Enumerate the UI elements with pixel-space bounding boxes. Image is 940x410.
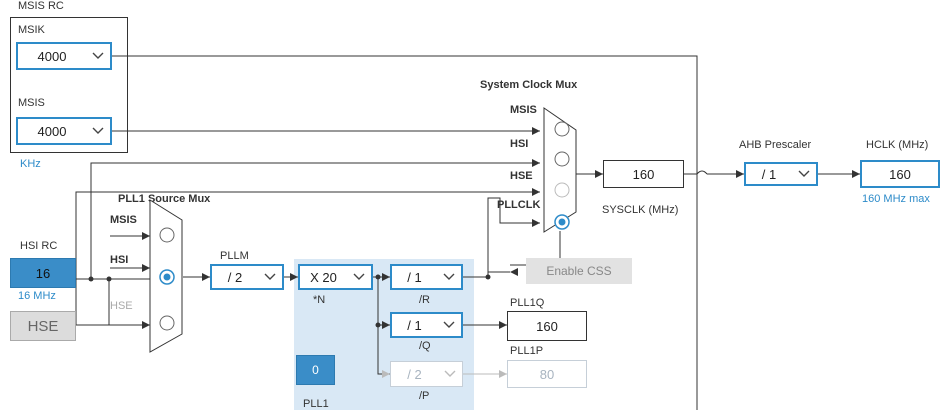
pll-mux-input-msis: MSIS <box>110 214 137 226</box>
msis-label: MSIS <box>18 97 45 109</box>
msis-rc-title: MSIS RC <box>18 0 64 12</box>
msis-select[interactable]: 4000 <box>16 117 112 145</box>
chevron-down-icon <box>444 370 456 377</box>
pll-mux-radio-hse[interactable] <box>158 314 176 332</box>
msis-unit: KHz <box>20 158 41 170</box>
plln-select[interactable]: X 20 <box>298 264 373 290</box>
pllm-select[interactable]: / 2 <box>210 264 284 290</box>
pllr-value: / 1 <box>407 269 422 285</box>
pllp-select[interactable]: / 2 <box>390 361 463 387</box>
msik-value: 4000 <box>37 48 67 64</box>
pll1-block-value[interactable]: 0 <box>296 355 335 385</box>
pllr-label: /R <box>419 294 430 306</box>
hclk-max: 160 MHz max <box>862 193 930 205</box>
pll1q-label: PLL1Q <box>510 297 545 309</box>
pllm-value: / 2 <box>227 269 243 285</box>
pllm-label: PLLM <box>220 250 249 262</box>
sys-mux-input-pllclk: PLLCLK <box>497 199 541 211</box>
pll1-source-mux-title: PLL1 Source Mux <box>118 193 211 205</box>
pll-mux-input-hsi: HSI <box>110 254 129 266</box>
pllq-label: /Q <box>419 340 431 352</box>
pllr-select[interactable]: / 1 <box>390 264 463 290</box>
hsi-rc-freq: 16 MHz <box>18 290 56 302</box>
sys-mux-input-hsi: HSI <box>510 138 529 150</box>
enable-css-button[interactable]: Enable CSS <box>526 258 632 284</box>
hse-button[interactable]: HSE <box>10 311 76 341</box>
sysclk-value[interactable]: 160 <box>603 160 684 188</box>
pllp-value: / 2 <box>407 366 422 382</box>
ahb-prescaler-label: AHB Prescaler <box>739 139 812 151</box>
chevron-down-icon <box>798 170 810 177</box>
chevron-down-icon <box>353 273 365 280</box>
sys-mux-input-hse: HSE <box>510 170 533 182</box>
pllp-label: /P <box>419 390 430 402</box>
pllq-select[interactable]: / 1 <box>390 312 463 338</box>
pll-mux-input-hse: HSE <box>110 300 133 312</box>
pllq-value: / 1 <box>407 317 422 333</box>
msik-select[interactable]: 4000 <box>16 42 112 70</box>
pll-mux-radio-msis[interactable] <box>158 226 176 244</box>
hsi-rc-title: HSI RC <box>20 240 58 252</box>
pll1-block-label: PLL1 <box>303 398 329 410</box>
plln-value: X 20 <box>310 269 337 285</box>
pll1p-value: 80 <box>507 360 587 388</box>
chevron-down-icon <box>443 321 455 328</box>
sysclk-label: SYSCLK (MHz) <box>602 204 679 216</box>
pll1p-label: PLL1P <box>510 345 544 357</box>
hclk-value[interactable]: 160 <box>860 160 940 188</box>
sys-mux-radio-pllclk[interactable] <box>553 213 571 231</box>
hclk-label: HCLK (MHz) <box>866 139 929 151</box>
ahb-prescaler-select[interactable]: / 1 <box>744 162 818 186</box>
chevron-down-icon <box>92 52 104 59</box>
chevron-down-icon <box>92 127 104 134</box>
chevron-down-icon <box>443 273 455 280</box>
sys-mux-radio-msis[interactable] <box>553 120 571 138</box>
ahb-prescaler-value: / 1 <box>761 166 777 182</box>
msis-rc-frame <box>10 17 128 153</box>
msik-label: MSIK <box>18 24 45 36</box>
hsi-rc-value[interactable]: 16 <box>10 258 76 288</box>
pll1q-value: 160 <box>507 311 587 341</box>
sys-mux-input-msis: MSIS <box>510 104 537 116</box>
plln-label: *N <box>313 294 326 306</box>
system-clock-mux-title: System Clock Mux <box>480 79 578 91</box>
sys-mux-radio-hse[interactable] <box>553 181 571 199</box>
sys-mux-radio-hsi[interactable] <box>553 150 571 168</box>
pll-mux-radio-hsi[interactable] <box>158 268 176 286</box>
msis-value: 4000 <box>37 123 67 139</box>
chevron-down-icon <box>264 273 276 280</box>
